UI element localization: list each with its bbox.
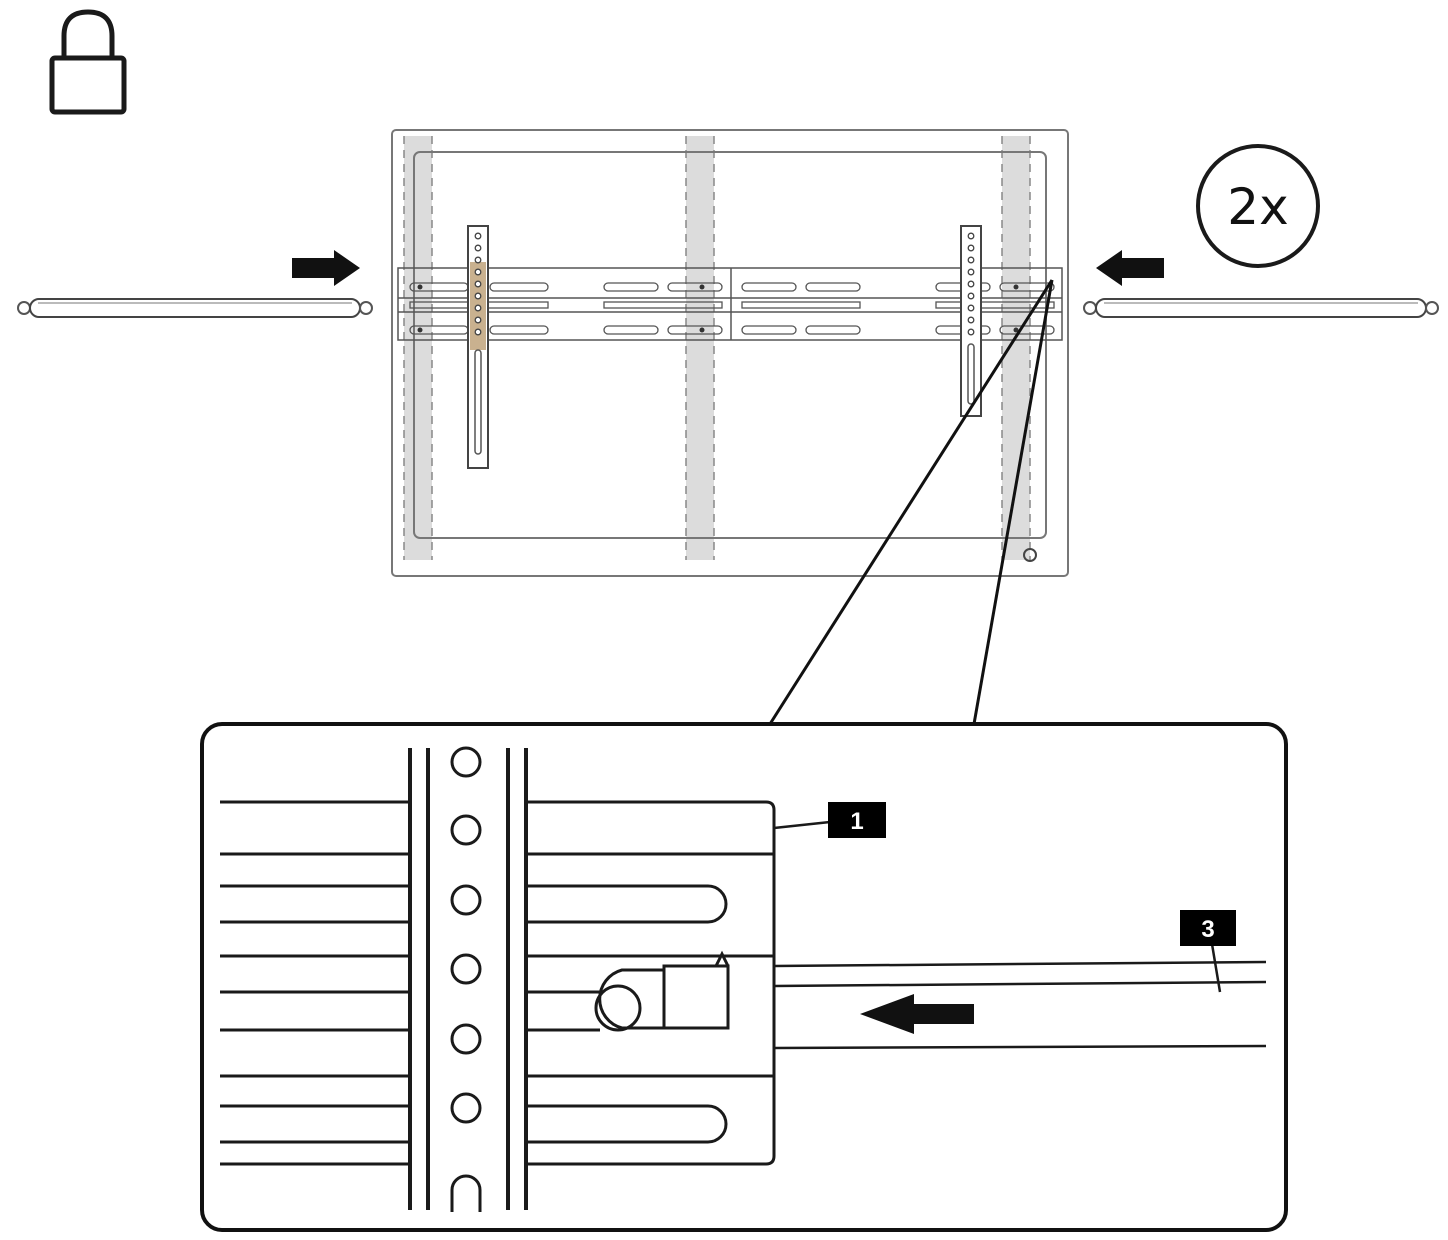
callout-label-1-text: 1 (850, 808, 863, 835)
wall-stud-left (404, 136, 432, 560)
quantity-badge: 2x (1196, 144, 1320, 268)
arrow-right-icon (292, 250, 360, 286)
arrow-left-detail-icon (860, 994, 974, 1034)
lock-latch (594, 950, 730, 1032)
arrow-left-icon (1096, 250, 1164, 286)
tv-button (1023, 548, 1037, 562)
detail-panel: 1 3 (200, 722, 1288, 1232)
safety-rod-detail (773, 960, 1267, 1050)
wall-stud-middle (686, 136, 714, 560)
wall-plate-slots (409, 282, 1055, 335)
tv-bracket-right (960, 225, 982, 417)
safety-rod-left (17, 298, 373, 318)
callout-label-3-text: 3 (1201, 916, 1214, 943)
wall-stud-right (1002, 136, 1030, 560)
wall-overview (391, 129, 1069, 577)
tv-bracket-left (467, 225, 489, 469)
zoom-callout-lines (768, 279, 1054, 725)
callout-label-1: 1 (828, 802, 886, 838)
safety-rod-right (1083, 298, 1439, 318)
wall-plate-detail (220, 800, 776, 1166)
wall-plate (397, 267, 1063, 341)
tv-outline (413, 151, 1047, 539)
quantity-text: 2x (1227, 178, 1288, 236)
padlock-icon (49, 9, 127, 115)
callout-label-3: 3 (1180, 910, 1236, 946)
bracket-holes (450, 746, 482, 1212)
